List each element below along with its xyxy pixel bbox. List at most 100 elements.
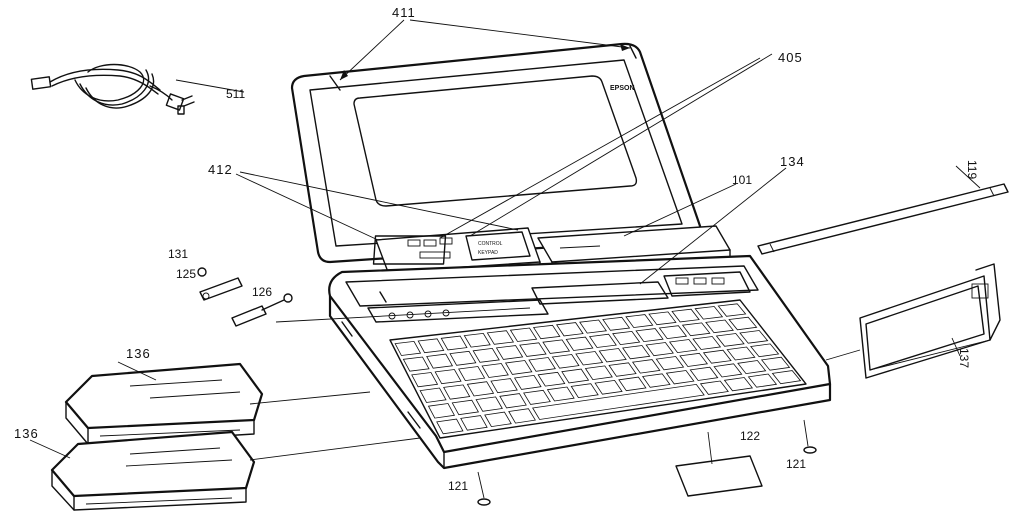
keyboard-key: [699, 380, 729, 395]
keyboard: [394, 303, 802, 435]
keyboard-key: [702, 349, 732, 364]
small-parts: [197, 267, 293, 327]
keyboard-key: [705, 319, 734, 334]
keyboard-key: [434, 369, 462, 385]
label-121-right: 121: [786, 457, 806, 471]
keyboard-key: [612, 330, 641, 346]
keyboard-key: [739, 330, 769, 344]
keyboard-key: [472, 347, 500, 363]
keyboard-key: [594, 379, 623, 395]
keyboard-key: [508, 408, 536, 424]
keyboard-key: [689, 366, 719, 381]
keyboard-key: [665, 370, 695, 385]
keyboard-key: [760, 356, 791, 371]
keyboard-key: [602, 316, 631, 331]
label-137: 137: [957, 348, 971, 368]
label-101: 101: [732, 173, 752, 187]
label-412: 412: [208, 162, 233, 177]
keyboard-key: [723, 377, 754, 392]
battery-pack-lower: [50, 430, 256, 511]
keyboard-key: [668, 339, 698, 354]
keyboard-key: [645, 342, 674, 357]
keyboard-key: [726, 346, 756, 361]
keyboard-key: [717, 303, 747, 317]
brand-label: EPSON: [610, 85, 635, 92]
keyboard-key: [556, 322, 584, 337]
label-405: 405: [778, 50, 803, 65]
keyboard-key: [532, 324, 561, 340]
keyboard-key: [523, 389, 551, 405]
keyboard-key: [671, 308, 700, 323]
control-panel-label: CONTROL: [478, 241, 503, 247]
keyboard-key: [443, 384, 471, 400]
keyboard-key: [598, 348, 627, 363]
keyboard-key: [484, 411, 512, 428]
keyboard-key: [584, 365, 613, 381]
keyboard-key: [618, 376, 647, 392]
keyboard-key: [641, 373, 671, 388]
keyboard-key: [499, 393, 527, 409]
keyboard-key: [394, 340, 422, 356]
keyboard-key: [551, 354, 580, 369]
label-511: 511: [226, 87, 245, 101]
keyboard-key: [504, 360, 533, 375]
keyboard-key: [747, 373, 778, 388]
keyboard-key: [713, 363, 743, 378]
keyboard-key: [490, 378, 518, 394]
keyboard-key: [546, 386, 575, 402]
keyboard-key: [565, 336, 594, 351]
keyboard-key: [451, 399, 480, 416]
leader-lines: [29, 19, 981, 499]
keyboard-key: [648, 311, 677, 326]
keyboard-key: [679, 352, 709, 367]
keyboard-key: [750, 343, 780, 358]
label-119: 119: [965, 160, 979, 179]
keyboard-key: [475, 396, 503, 412]
keyboard-key: [631, 359, 661, 374]
keyboard-key: [486, 330, 515, 345]
space-bar: [532, 383, 705, 420]
keyboard-key: [458, 366, 486, 382]
label-126: 126: [252, 285, 272, 299]
keyboard-key: [509, 327, 538, 342]
keyboard-key: [692, 336, 722, 350]
keyboard-key: [436, 418, 464, 435]
control-panel-sublabel: KEYPAD: [478, 250, 498, 256]
keyboard-key: [466, 381, 495, 397]
keyboard-key: [575, 351, 604, 366]
keyboard-key: [440, 335, 468, 351]
keyboard-key: [771, 370, 802, 385]
label-136-lower: 136: [14, 426, 39, 441]
label-411: 411: [392, 5, 416, 20]
feet-and-pad: [477, 446, 817, 506]
keyboard-key: [737, 360, 767, 375]
keyboard-key: [417, 338, 445, 354]
keyboard-key: [519, 342, 547, 357]
label-122: 122: [740, 429, 760, 443]
keyboard-key: [728, 316, 758, 331]
label-131: 131: [168, 247, 188, 261]
keyboard-key: [481, 363, 509, 378]
keyboard-key: [561, 368, 590, 384]
keyboard-key: [460, 415, 488, 431]
keyboard-key: [427, 403, 456, 419]
keyboard-key: [449, 350, 477, 366]
label-134: 134: [780, 154, 805, 169]
keyboard-key: [658, 325, 688, 340]
keyboard-key: [528, 357, 556, 372]
keyboard-key: [625, 314, 654, 328]
keyboard-key: [542, 339, 571, 354]
keyboard-key: [426, 353, 454, 369]
keyboard-key: [402, 356, 430, 372]
keyboard-key: [588, 333, 617, 348]
keyboard-key: [635, 328, 664, 343]
keyboard-key: [579, 319, 608, 334]
expansion-card: [859, 263, 1001, 379]
keyboard-key: [463, 332, 491, 348]
keyboard-key: [537, 371, 566, 387]
label-136-upper: 136: [126, 346, 151, 361]
stylus-bar: [757, 183, 1009, 255]
display-lid: [290, 42, 702, 264]
